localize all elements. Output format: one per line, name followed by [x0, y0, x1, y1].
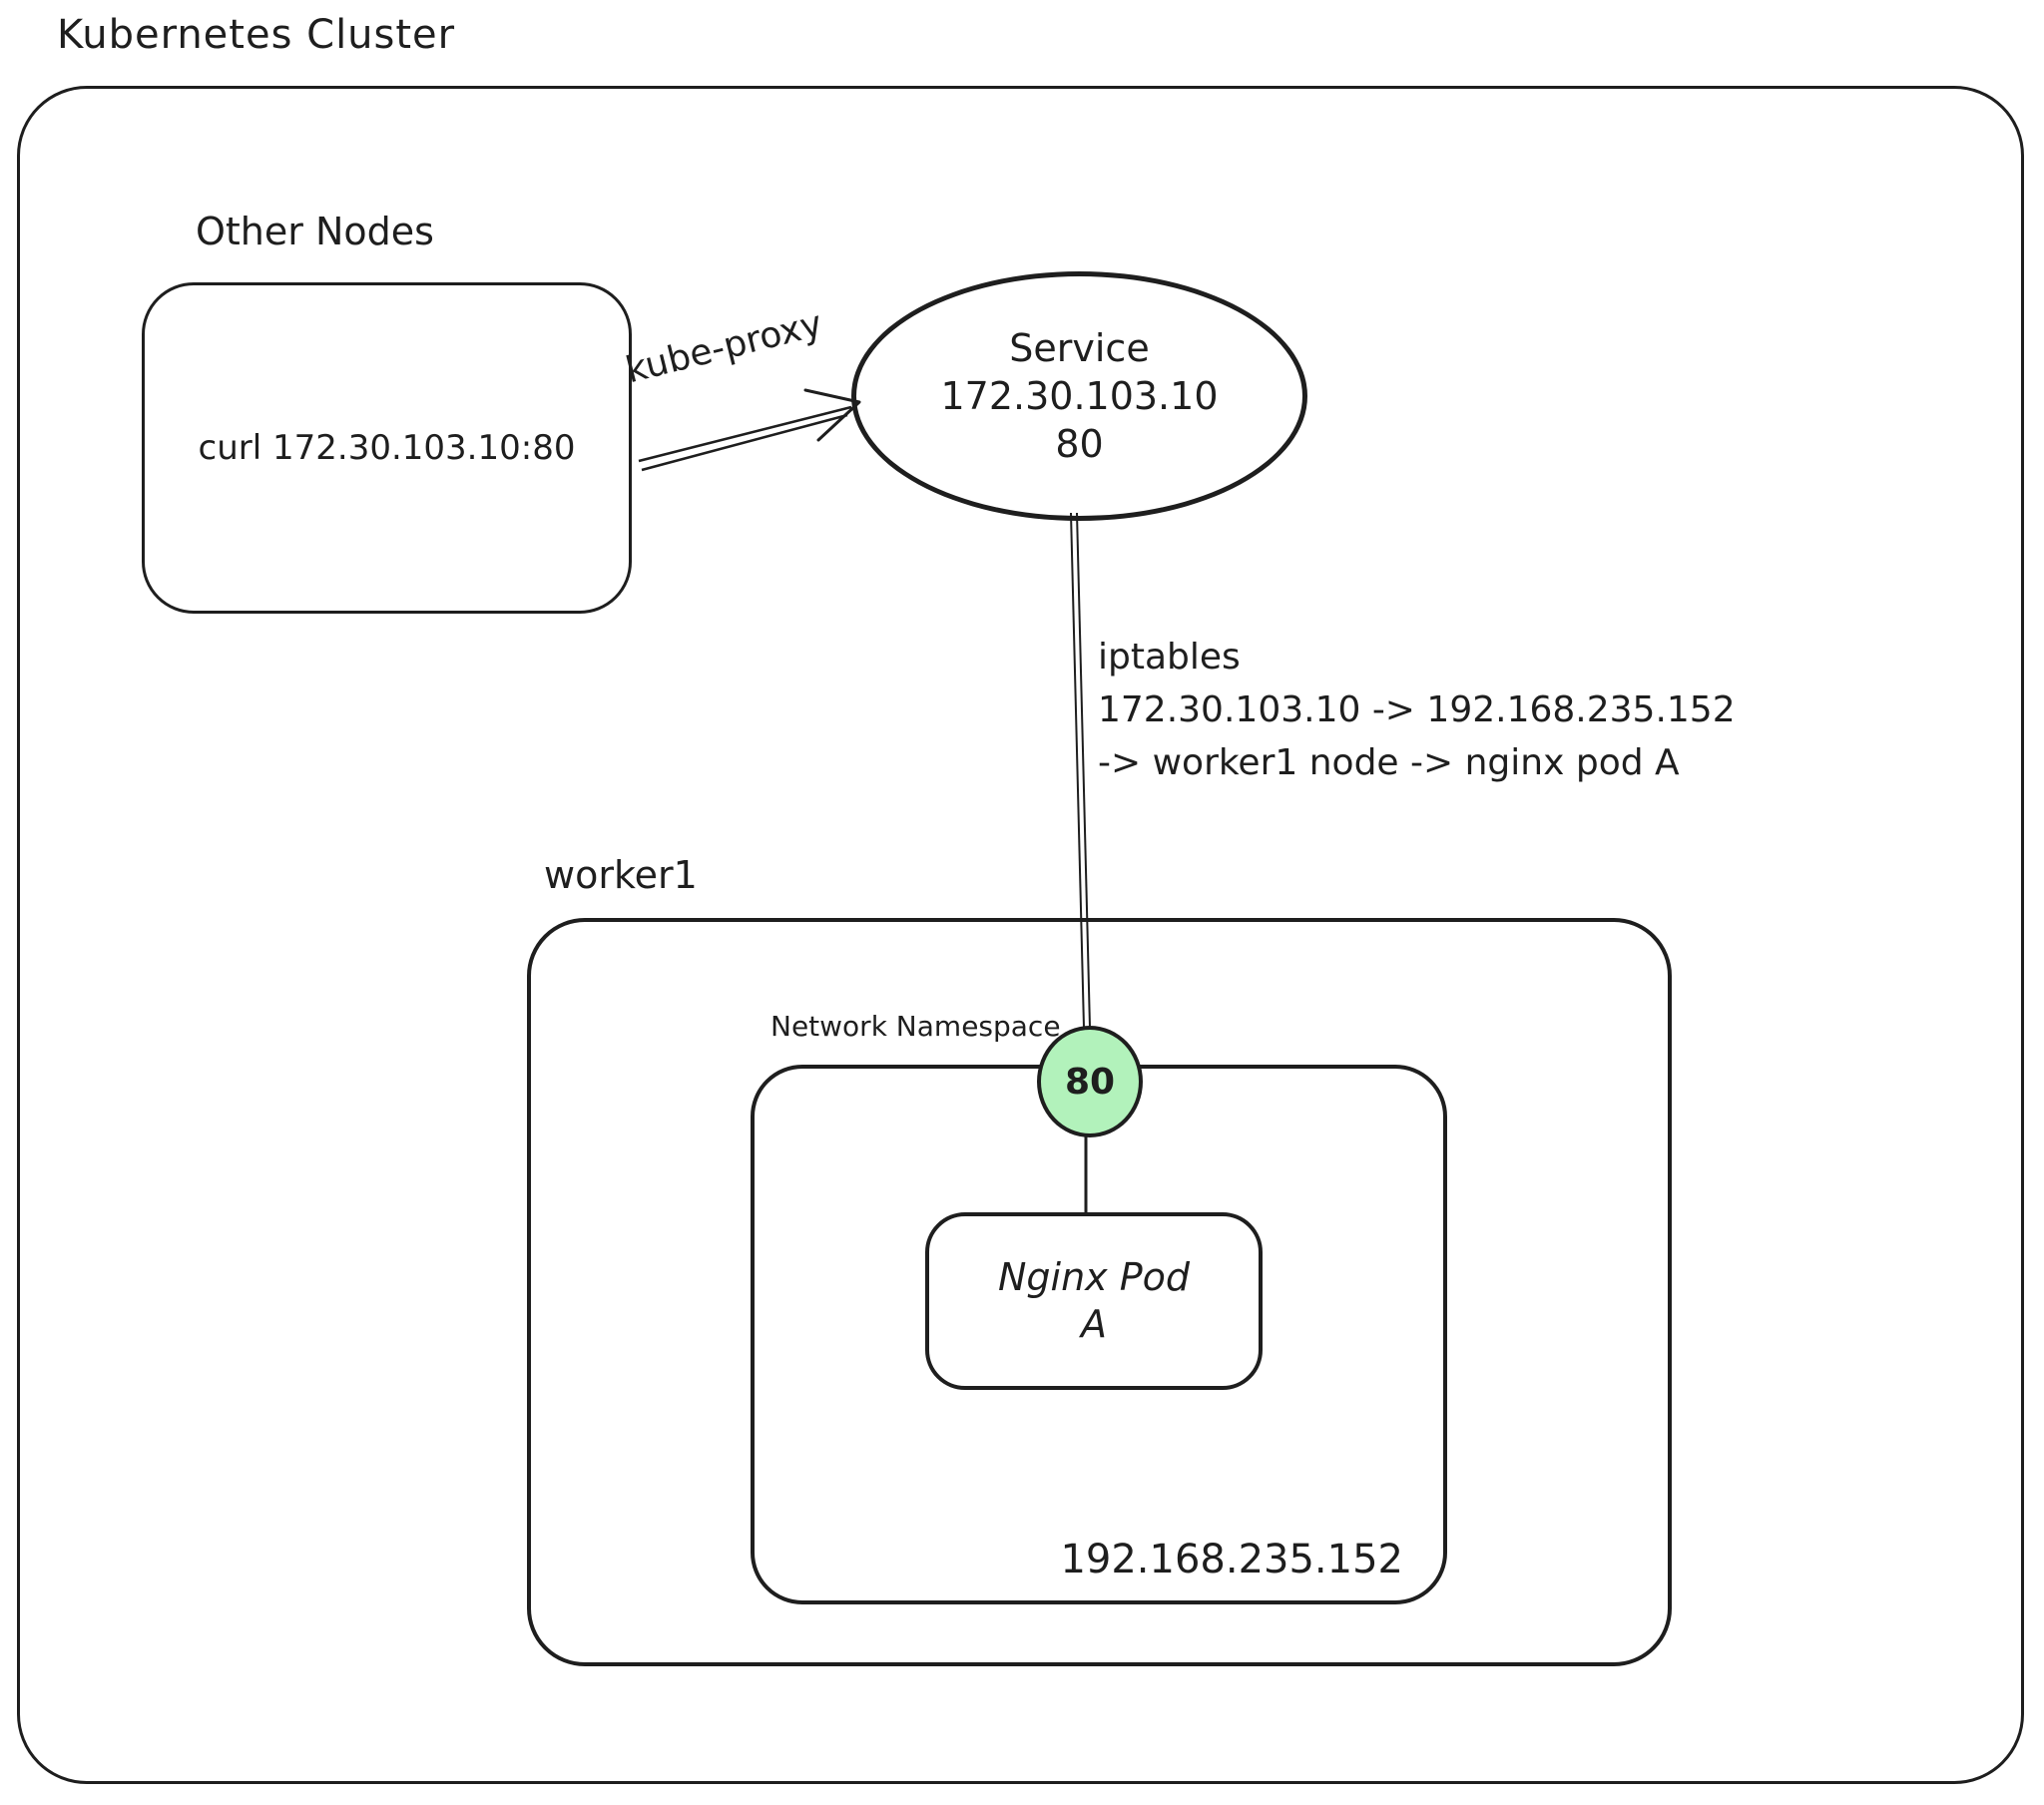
iptables-note: iptables 172.30.103.10 -> 192.168.235.15… [1098, 631, 1736, 789]
service-ellipse: Service 172.30.103.10 80 [851, 271, 1307, 521]
other-nodes-box: curl 172.30.103.10:80 [142, 282, 632, 614]
curl-command-text: curl 172.30.103.10:80 [198, 428, 576, 468]
worker1-node-box [527, 918, 1672, 1666]
service-name: Service [1009, 326, 1150, 370]
network-namespace-label: Network Namespace [770, 1010, 1061, 1043]
iptables-note-line3: -> worker1 node -> nginx pod A [1098, 742, 1680, 783]
service-cluster-ip: 172.30.103.10 [940, 374, 1219, 418]
node-port-badge: 80 [1037, 1026, 1143, 1137]
service-port: 80 [1055, 422, 1104, 466]
pod-ip-label: 192.168.235.152 [1060, 1537, 1403, 1582]
nginx-pod-suffix: A [1081, 1302, 1107, 1346]
iptables-note-line2: 172.30.103.10 -> 192.168.235.152 [1098, 689, 1736, 730]
node-port-value: 80 [1064, 1061, 1116, 1103]
iptables-note-line1: iptables [1098, 637, 1241, 677]
cluster-title: Kubernetes Cluster [57, 12, 456, 58]
other-nodes-label: Other Nodes [196, 210, 434, 253]
worker1-node-label: worker1 [544, 853, 698, 897]
nginx-pod-name: Nginx Pod [997, 1255, 1191, 1299]
kubernetes-cluster-box [17, 86, 2024, 1784]
nginx-pod-box: Nginx Pod A [925, 1212, 1263, 1390]
